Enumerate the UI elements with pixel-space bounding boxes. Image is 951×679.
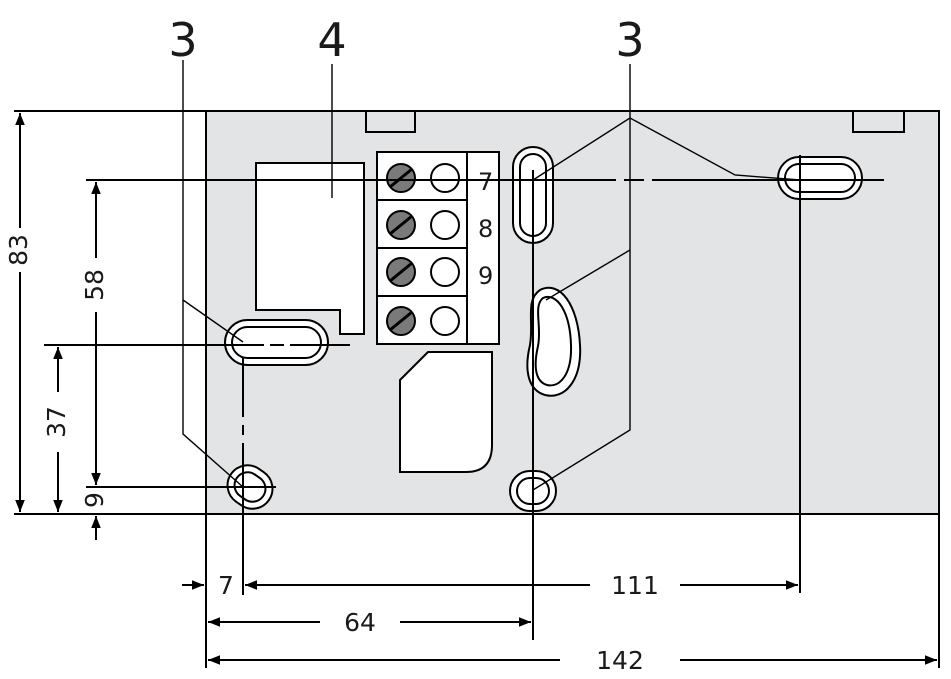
callout-label-center: 4 bbox=[317, 13, 346, 67]
screw-icon bbox=[386, 306, 460, 336]
component-lower-block bbox=[399, 351, 493, 473]
component-4-block bbox=[255, 162, 365, 335]
callout-label-right: 3 bbox=[615, 13, 644, 67]
terminal-screws bbox=[386, 163, 460, 336]
dimension-label-9: 9 bbox=[80, 492, 109, 508]
terminal-label-9: 9 bbox=[478, 262, 493, 290]
slot-left-horizontal bbox=[224, 319, 329, 366]
dimension-label-37: 37 bbox=[42, 406, 71, 438]
dimension-label-7: 7 bbox=[218, 571, 234, 600]
dimension-label-111: 111 bbox=[611, 571, 659, 600]
slot-right-horizontal bbox=[777, 156, 863, 200]
dimension-label-64: 64 bbox=[344, 608, 376, 637]
terminal-label-8: 8 bbox=[478, 215, 493, 243]
terminal-label-7: 7 bbox=[478, 168, 493, 196]
screw-icon bbox=[386, 163, 460, 193]
dimension-label-142: 142 bbox=[596, 646, 644, 675]
dimension-label-58: 58 bbox=[80, 269, 109, 301]
slot-curved bbox=[526, 287, 582, 397]
callout-label-left: 3 bbox=[168, 13, 197, 67]
dimension-label-83: 83 bbox=[4, 234, 33, 266]
screw-icon bbox=[386, 210, 460, 240]
dimension-lines bbox=[15, 113, 937, 665]
leader-lines bbox=[182, 60, 801, 491]
screw-icon bbox=[386, 257, 460, 287]
